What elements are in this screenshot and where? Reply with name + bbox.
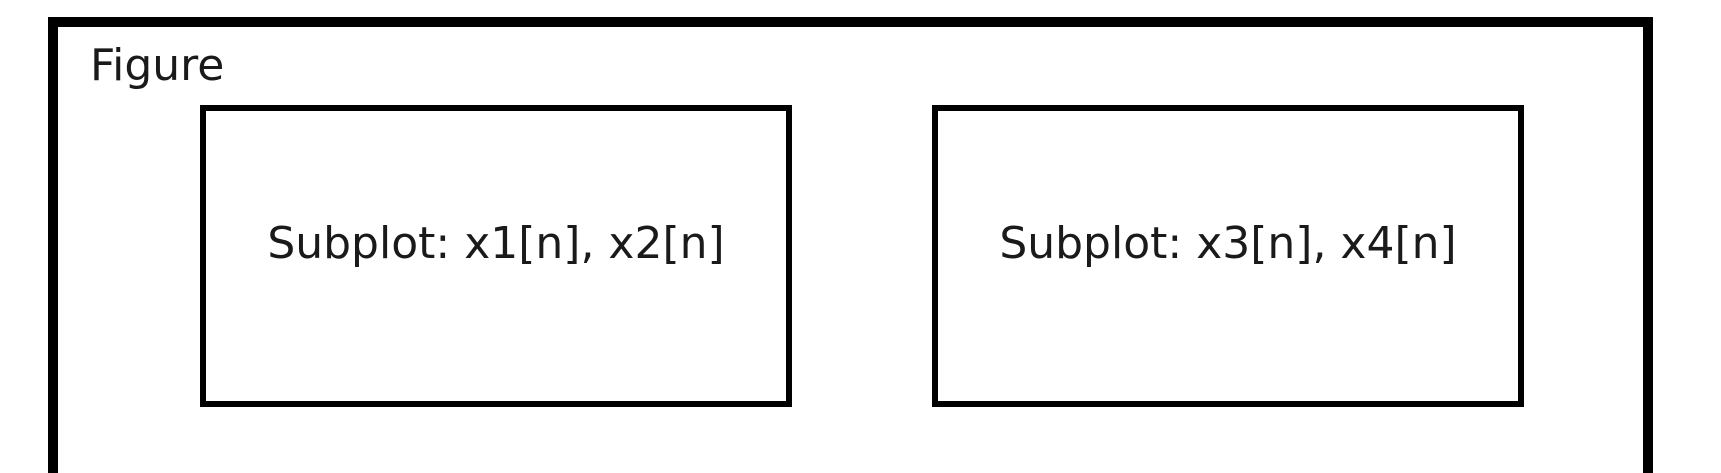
subplot-label-right: Subplot: x3[n], x4[n] [999,218,1457,269]
subplot-box-left: Subplot: x1[n], x2[n] [200,105,792,407]
figure-label: Figure [90,40,225,91]
figure-frame [48,17,1653,473]
subplot-label-left: Subplot: x1[n], x2[n] [267,218,725,269]
subplot-box-right: Subplot: x3[n], x4[n] [932,105,1524,407]
